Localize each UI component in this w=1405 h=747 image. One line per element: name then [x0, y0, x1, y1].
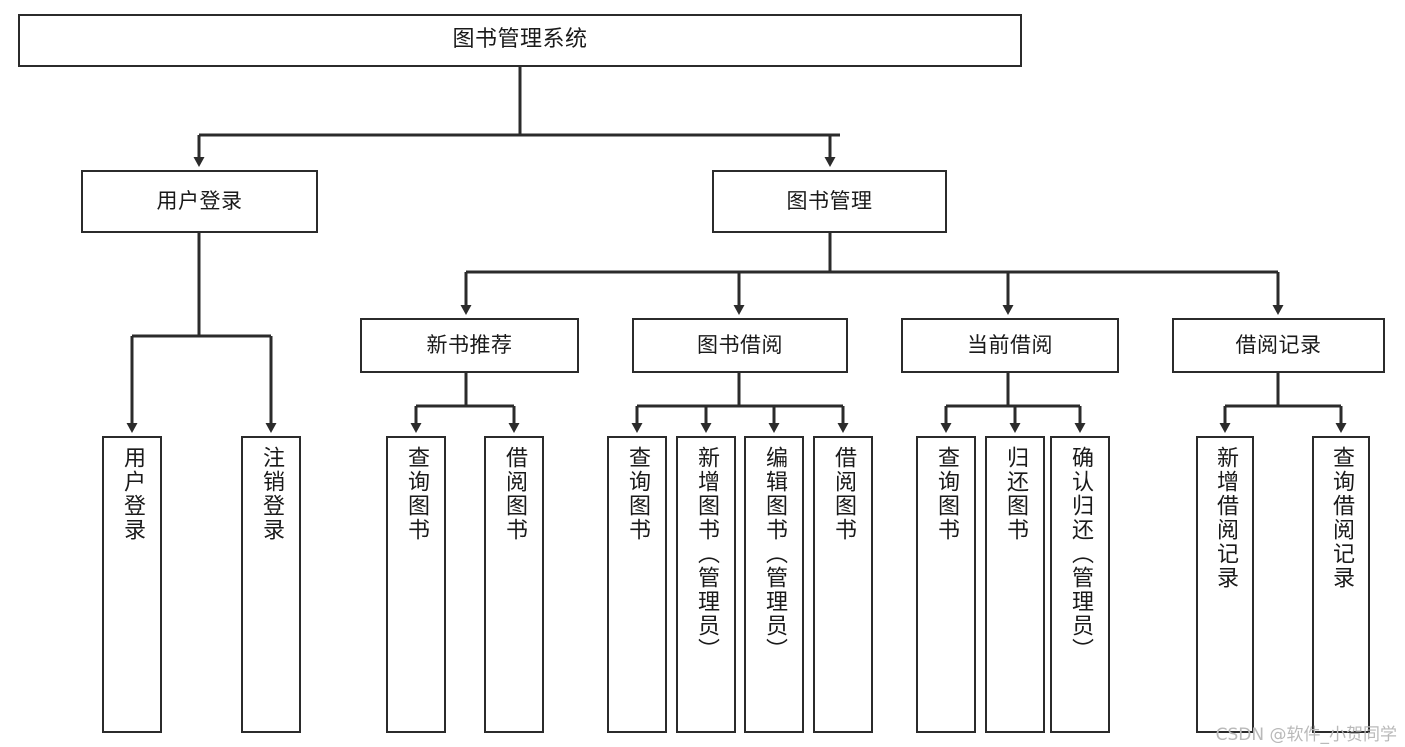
node-borrow-records[interactable]: 借阅记录	[1172, 318, 1385, 373]
node-label: 借阅图书	[831, 446, 856, 542]
node-label: 查询图书	[934, 446, 959, 542]
leaf-query-book-borrow[interactable]: 查询图书	[607, 436, 667, 733]
node-book-management[interactable]: 图书管理	[712, 170, 947, 233]
node-label: 新增图书（管理员）	[694, 446, 719, 662]
node-label: 用户登录	[120, 446, 145, 542]
leaf-query-book-current[interactable]: 查询图书	[916, 436, 976, 733]
node-label: 查询借阅记录	[1329, 446, 1354, 590]
node-label: 归还图书	[1003, 446, 1028, 542]
node-label: 新书推荐	[426, 332, 513, 357]
node-label: 确认归还（管理员）	[1068, 446, 1093, 662]
leaf-query-borrow-record[interactable]: 查询借阅记录	[1312, 436, 1370, 733]
node-label: 注销登录	[259, 446, 284, 542]
leaf-borrow-book[interactable]: 借阅图书	[813, 436, 873, 733]
node-label: 新增借阅记录	[1213, 446, 1238, 590]
node-book-borrow[interactable]: 图书借阅	[632, 318, 848, 373]
node-label: 查询图书	[625, 446, 650, 542]
node-label: 编辑图书（管理员）	[762, 446, 787, 662]
node-label: 图书借阅	[697, 332, 783, 357]
leaf-logout[interactable]: 注销登录	[241, 436, 301, 733]
leaf-add-borrow-record[interactable]: 新增借阅记录	[1196, 436, 1254, 733]
watermark: CSDN @软件_小贺同学	[1215, 725, 1397, 745]
node-label: 用户登录	[156, 188, 243, 213]
node-label: 借阅图书	[502, 446, 527, 542]
leaf-query-book-recommend[interactable]: 查询图书	[386, 436, 446, 733]
node-label: 当前借阅	[967, 332, 1053, 357]
leaf-edit-book-admin[interactable]: 编辑图书（管理员）	[744, 436, 804, 733]
node-label: 借阅记录	[1235, 332, 1322, 357]
leaf-borrow-book-recommend[interactable]: 借阅图书	[484, 436, 544, 733]
node-label: 查询图书	[404, 446, 429, 542]
node-label: 图书管理系统	[452, 27, 588, 53]
node-current-borrow[interactable]: 当前借阅	[901, 318, 1119, 373]
node-new-book-recommend[interactable]: 新书推荐	[360, 318, 579, 373]
leaf-confirm-return-admin[interactable]: 确认归还（管理员）	[1050, 436, 1110, 733]
node-root-system[interactable]: 图书管理系统	[18, 14, 1022, 67]
node-label: 图书管理	[786, 188, 873, 213]
leaf-add-book-admin[interactable]: 新增图书（管理员）	[676, 436, 736, 733]
leaf-return-book[interactable]: 归还图书	[985, 436, 1045, 733]
node-user-login[interactable]: 用户登录	[81, 170, 318, 233]
leaf-user-login[interactable]: 用户登录	[102, 436, 162, 733]
